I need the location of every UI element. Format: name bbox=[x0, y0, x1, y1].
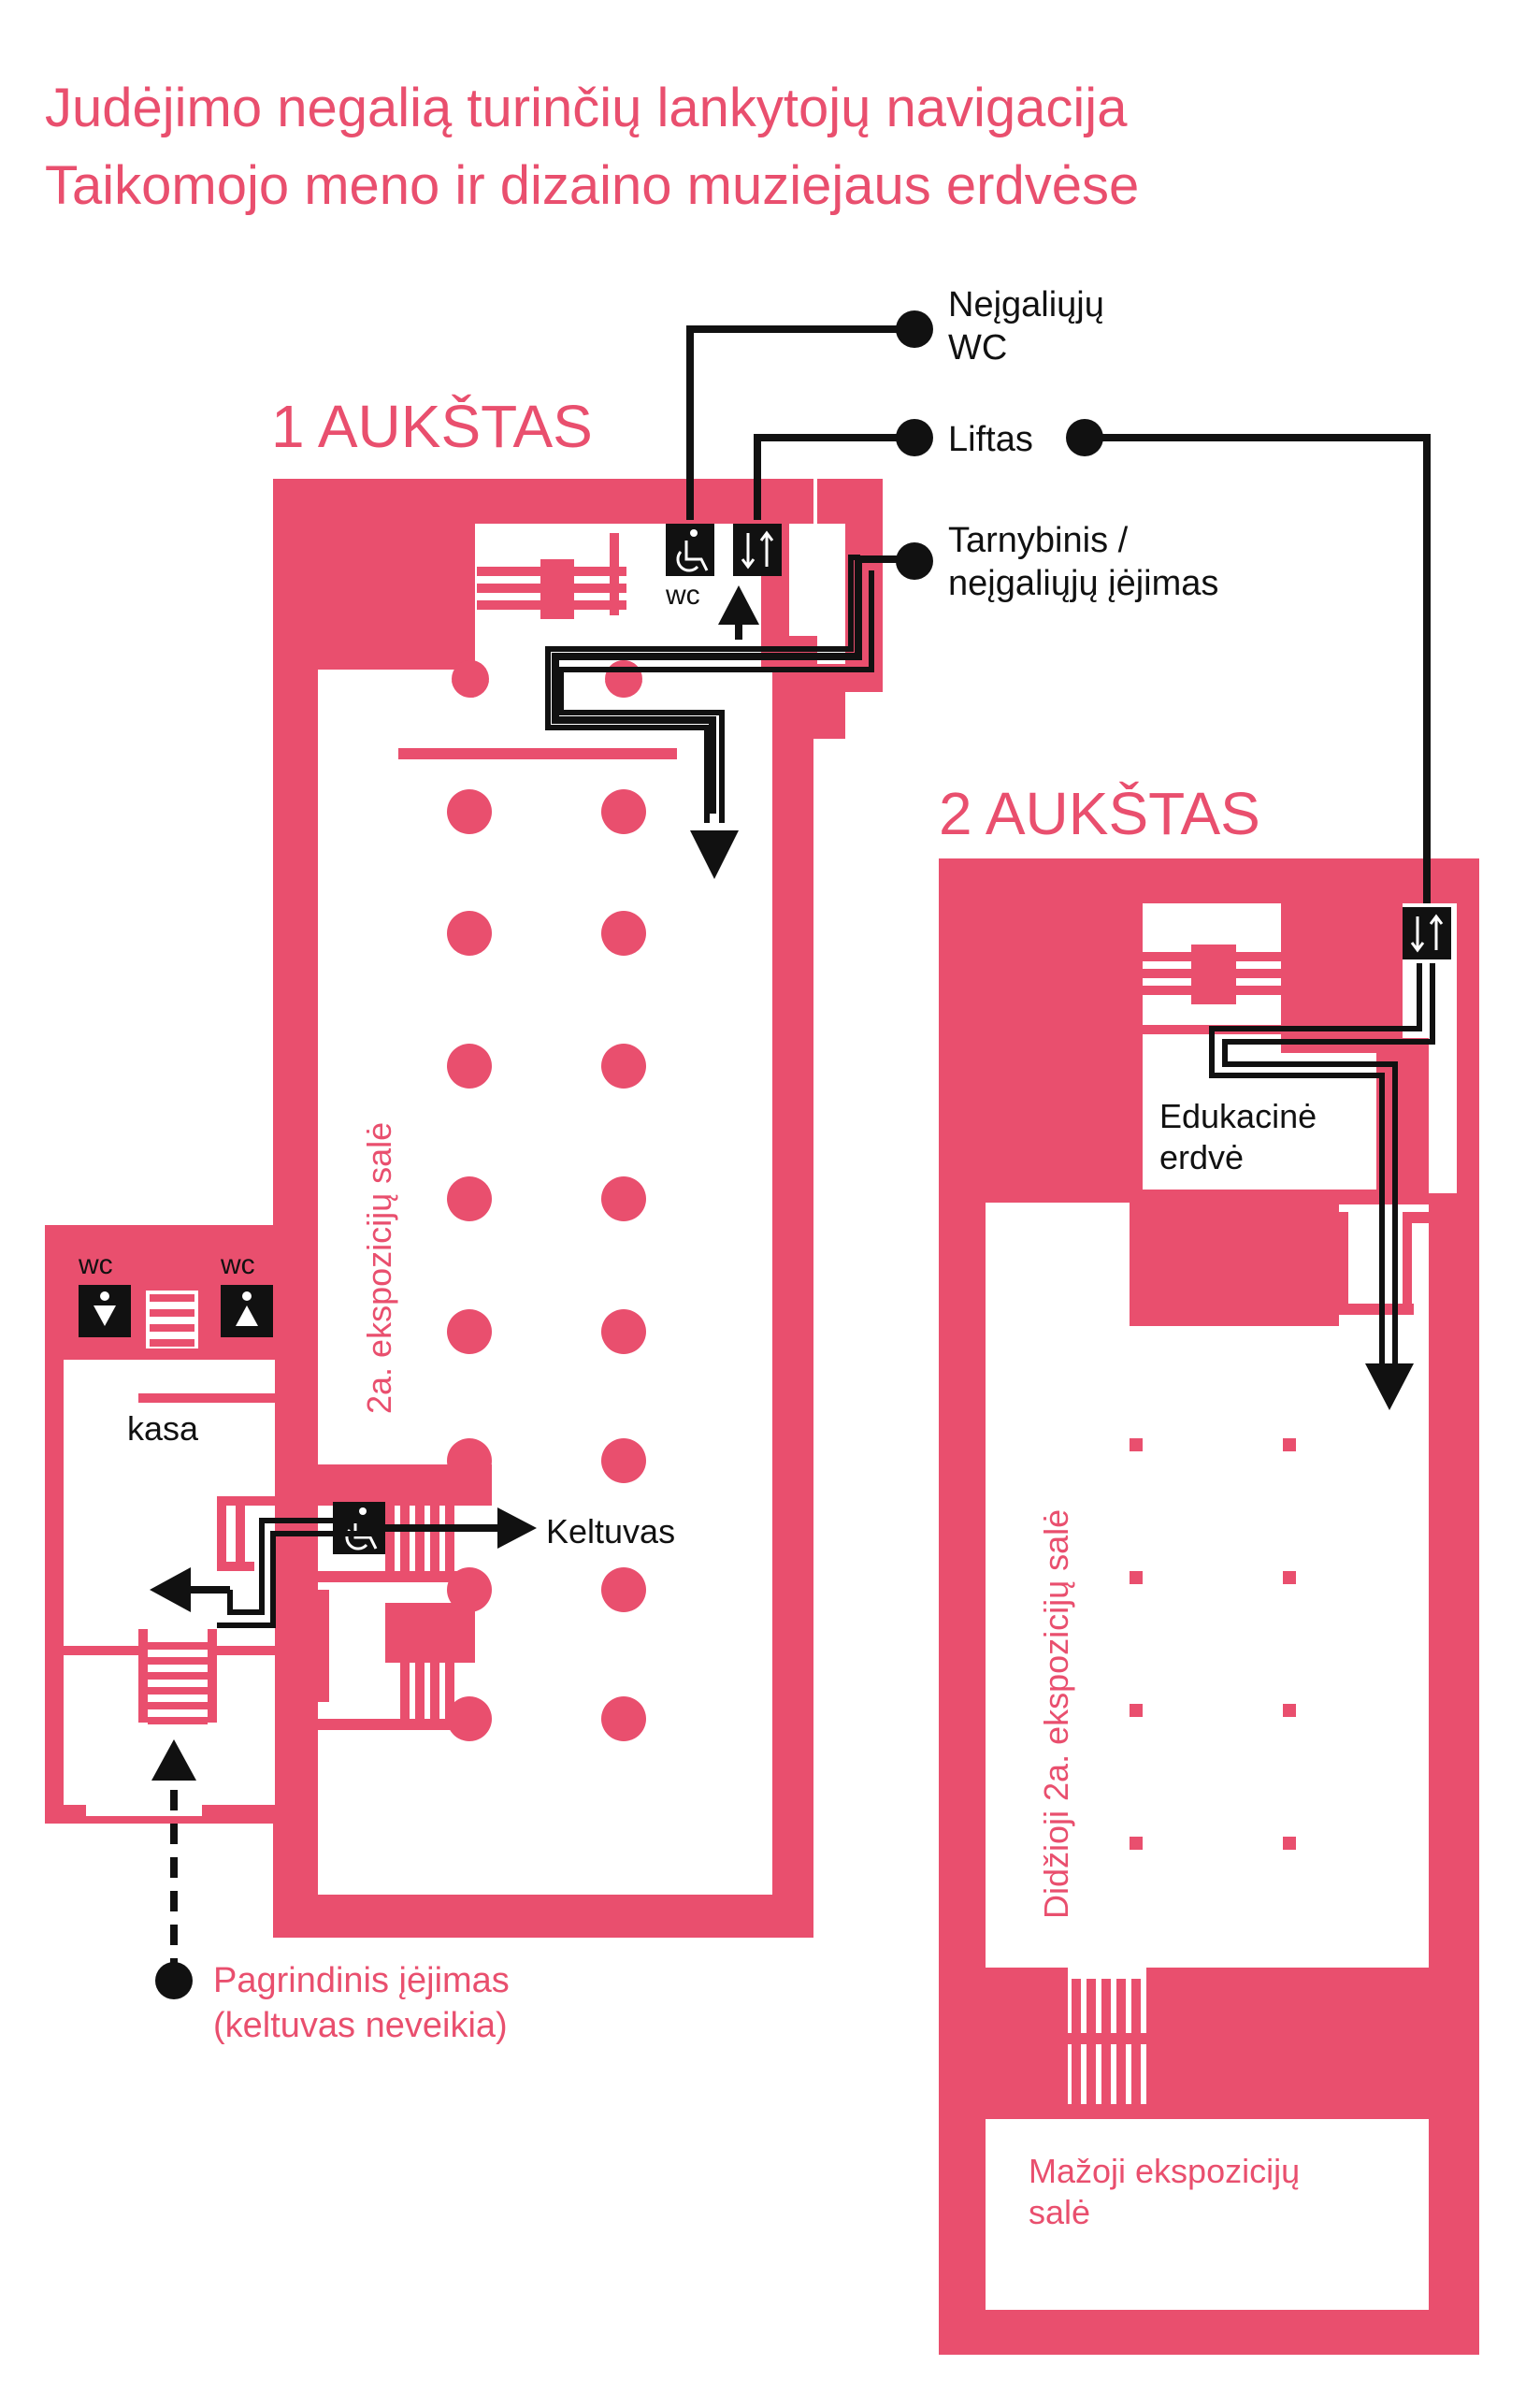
floor-1-right-notch bbox=[813, 720, 832, 1938]
pillar bbox=[1130, 1837, 1143, 1850]
title-line-2: Taikomojo meno ir dizaino muziejaus erdv… bbox=[45, 155, 1139, 216]
column bbox=[447, 789, 492, 834]
endpoint-elevator[interactable] bbox=[896, 419, 933, 456]
floor-1-label: 1 AUKŠTAS bbox=[271, 393, 593, 460]
column bbox=[601, 1176, 646, 1221]
grand-hall-label: Didžioji 2a. ekspozicijų salė bbox=[1037, 1509, 1075, 1919]
main-entrance-label-1: Pagrindinis įėjimas bbox=[213, 1961, 510, 2000]
column bbox=[447, 1044, 492, 1089]
column bbox=[601, 1044, 646, 1089]
floor-1-top-staircase bbox=[477, 533, 626, 619]
floor-2-lower-staircase bbox=[986, 1968, 1429, 2119]
legend-elevator: Liftas bbox=[948, 420, 1033, 459]
elevator-arrows-icon bbox=[1403, 907, 1451, 959]
pillar bbox=[1130, 1438, 1143, 1451]
route-arrows bbox=[150, 585, 1414, 1781]
column bbox=[447, 1309, 492, 1354]
wc-male: wc bbox=[78, 1249, 131, 1337]
pillar bbox=[1283, 1837, 1296, 1850]
wc-icon-top: wc bbox=[665, 524, 714, 611]
legend: Neįgaliųjų WC Liftas Tarnybinis / neįgal… bbox=[948, 285, 1218, 603]
small-hall-label-2: salė bbox=[1029, 2193, 1090, 2231]
hall-2a-label: 2a. ekspozicijų salė bbox=[360, 1122, 398, 1414]
legend-service-entrance-2: neįgaliųjų įėjimas bbox=[948, 564, 1218, 603]
column bbox=[447, 1176, 492, 1221]
title-line-1: Judėjimo negalią turinčių lankytojų navi… bbox=[45, 78, 1128, 138]
route-to-elevator-1 bbox=[754, 434, 911, 520]
route-arrow-icon bbox=[151, 1739, 196, 1781]
endpoint-service-entrance[interactable] bbox=[896, 542, 933, 580]
endpoint-elevator-2[interactable] bbox=[1066, 419, 1103, 456]
education-label-1: Edukacinė bbox=[1159, 1097, 1317, 1135]
route-arrow-icon bbox=[497, 1507, 537, 1549]
wc-male-label: wc bbox=[78, 1249, 113, 1280]
small-hall bbox=[986, 2119, 1429, 2310]
legend-disabled-wc-1: Neįgaliųjų bbox=[948, 285, 1104, 324]
cashier-label: kasa bbox=[127, 1409, 199, 1448]
pillar bbox=[1283, 1438, 1296, 1451]
route-endpoints bbox=[155, 310, 1103, 1999]
floor-1-lift-area bbox=[217, 1464, 492, 1730]
main-entrance-label-2: (keltuvas neveikia) bbox=[213, 2006, 508, 2045]
floor-2-label: 2 AUKŠTAS bbox=[939, 780, 1260, 847]
floor-2-grand-hall bbox=[986, 1203, 1429, 1971]
route-to-elevator-2 bbox=[1085, 434, 1431, 903]
floor-2-top-staircase bbox=[1143, 945, 1281, 1034]
floor-2-pillars bbox=[1130, 1438, 1296, 1850]
small-hall-label-1: Mažoji ekspozicijų bbox=[1029, 2152, 1300, 2190]
route-arrow-icon bbox=[718, 585, 759, 625]
column bbox=[601, 1567, 646, 1612]
wc-female: wc bbox=[220, 1249, 273, 1337]
endpoint-wc[interactable] bbox=[896, 310, 933, 348]
wc-top-label: wc bbox=[665, 580, 700, 611]
education-label-2: erdvė bbox=[1159, 1138, 1244, 1176]
lift-wheelchair[interactable] bbox=[333, 1502, 385, 1554]
floor-1-columns bbox=[447, 789, 646, 1741]
endpoint-main-entrance[interactable] bbox=[155, 1962, 193, 1999]
pillar bbox=[1130, 1704, 1143, 1717]
route-arrow-icon bbox=[150, 1567, 191, 1612]
pillar bbox=[1283, 1704, 1296, 1717]
column bbox=[601, 789, 646, 834]
legend-service-entrance-1: Tarnybinis / bbox=[948, 521, 1129, 560]
column bbox=[452, 660, 489, 698]
wheelchair-icon bbox=[333, 1502, 385, 1554]
legend-disabled-wc-2: WC bbox=[948, 328, 1007, 368]
column bbox=[601, 1696, 646, 1741]
route-arrow-icon bbox=[1365, 1363, 1414, 1410]
column bbox=[601, 1438, 646, 1483]
column bbox=[447, 911, 492, 956]
column bbox=[601, 911, 646, 956]
elevator-icon-top[interactable] bbox=[733, 524, 782, 576]
elevator-arrows-icon bbox=[733, 524, 782, 576]
route-arrow-icon bbox=[690, 830, 739, 879]
column bbox=[601, 1309, 646, 1354]
floor-2-plan: 2 AUKŠTAS bbox=[939, 780, 1479, 2355]
elevator-icon-floor-2[interactable] bbox=[1403, 907, 1451, 959]
pillar bbox=[1130, 1571, 1143, 1584]
route-to-wc bbox=[686, 325, 911, 520]
column bbox=[605, 660, 642, 698]
page-title: Judėjimo negalią turinčių lankytojų navi… bbox=[45, 78, 1139, 216]
floor-1-main-hall bbox=[318, 681, 772, 1895]
wc-female-label: wc bbox=[220, 1249, 255, 1280]
lift-label: Keltuvas bbox=[546, 1512, 675, 1550]
pillar bbox=[1283, 1571, 1296, 1584]
